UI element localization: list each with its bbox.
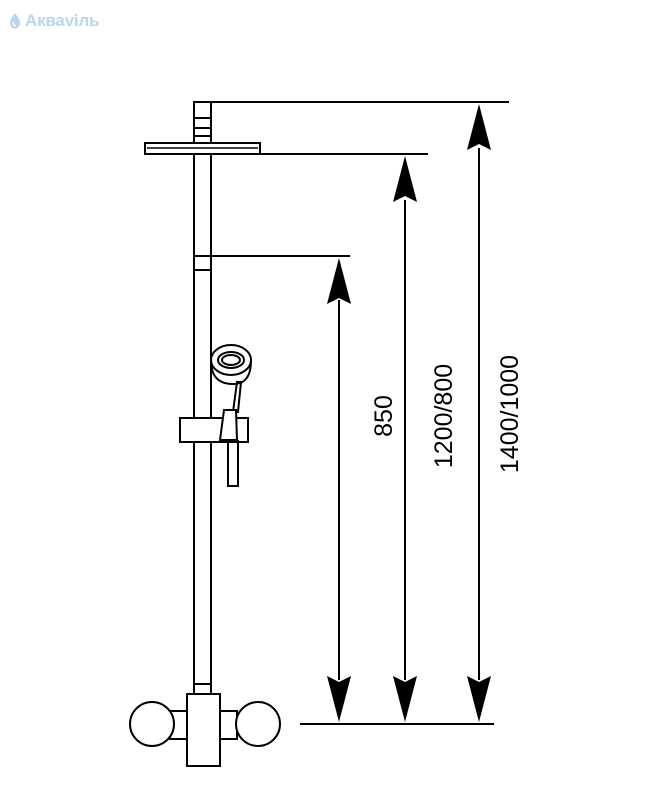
dimension-label-1200-800: 1200/800 [430, 364, 458, 468]
dimension-line-1200-800 [393, 156, 417, 722]
water-drop-logo-icon [8, 12, 22, 30]
watermark-text: Акваviль [25, 11, 100, 30]
hand-shower [210, 344, 252, 487]
extension-lines [211, 101, 509, 725]
dimension-line-850 [327, 258, 351, 722]
thermostatic-mixer [129, 683, 281, 767]
watermark-logo: Акваviль [8, 9, 99, 33]
dimension-line-1400-1000 [467, 104, 491, 722]
shower-rail [193, 101, 212, 690]
dimension-label-1400-1000: 1400/1000 [496, 355, 524, 473]
overhead-shower-head [144, 142, 261, 155]
dimension-label-850: 850 [370, 395, 398, 437]
